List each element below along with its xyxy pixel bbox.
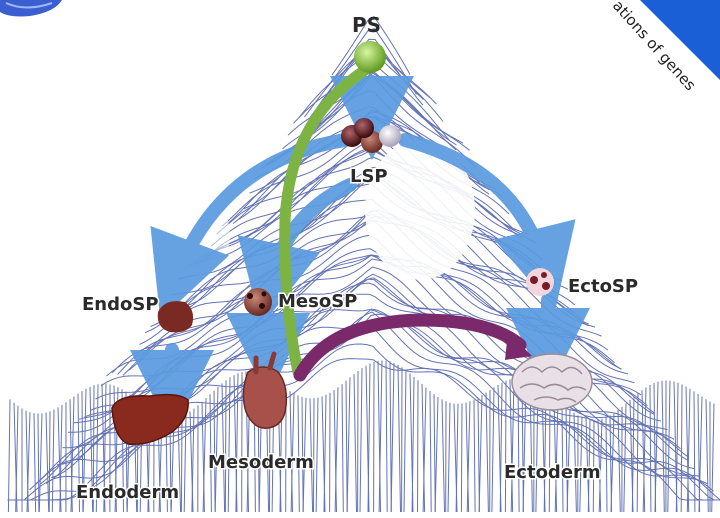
mesosp-cell-cluster-icon [244, 288, 272, 316]
label-ectosp: EctoSP [568, 276, 638, 297]
label-mesosp: MesoSP [278, 291, 357, 312]
label-endosp: EndoSP [82, 294, 159, 315]
endosp-cell-icon [158, 301, 193, 332]
liver-icon [112, 395, 188, 445]
label-endoderm: Endoderm [76, 482, 179, 503]
brain-icon [512, 354, 592, 410]
label-mesoderm: Mesoderm [208, 452, 314, 473]
ps-cell-icon [354, 41, 386, 73]
label-ps: PS [352, 13, 381, 37]
epigenetic-landscape [8, 17, 720, 512]
ectosp-cell-cluster-icon [526, 268, 554, 296]
label-lsp: LSP [350, 166, 388, 187]
corner-decoration-top-left [0, 0, 62, 17]
label-ectoderm: Ectoderm [504, 462, 601, 483]
